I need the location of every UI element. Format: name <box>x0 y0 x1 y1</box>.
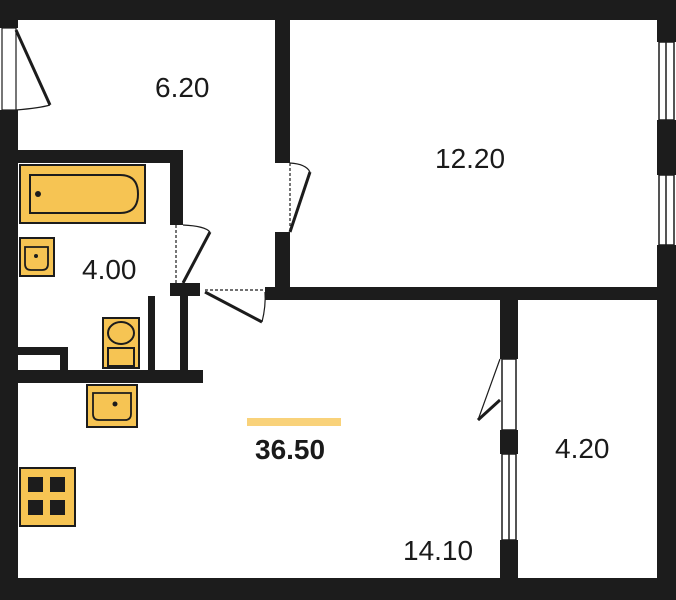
room-area-kitchen-living: 14.10 <box>403 535 474 566</box>
room-area-loggia: 4.20 <box>555 433 610 464</box>
room-area-hall: 6.20 <box>155 72 210 103</box>
total-area: 36.50 <box>255 434 326 465</box>
stove-icon <box>19 467 76 527</box>
bathtub-icon <box>19 164 146 224</box>
room-area-room: 12.20 <box>435 143 506 174</box>
total-accent-bar <box>247 418 341 426</box>
room-area-bathroom: 4.00 <box>82 254 137 285</box>
kitchen-sink-icon <box>86 384 138 428</box>
toilet-icon <box>102 317 140 369</box>
window-icon <box>501 41 675 541</box>
sink-icon <box>19 237 55 277</box>
door-icon <box>1 27 502 422</box>
